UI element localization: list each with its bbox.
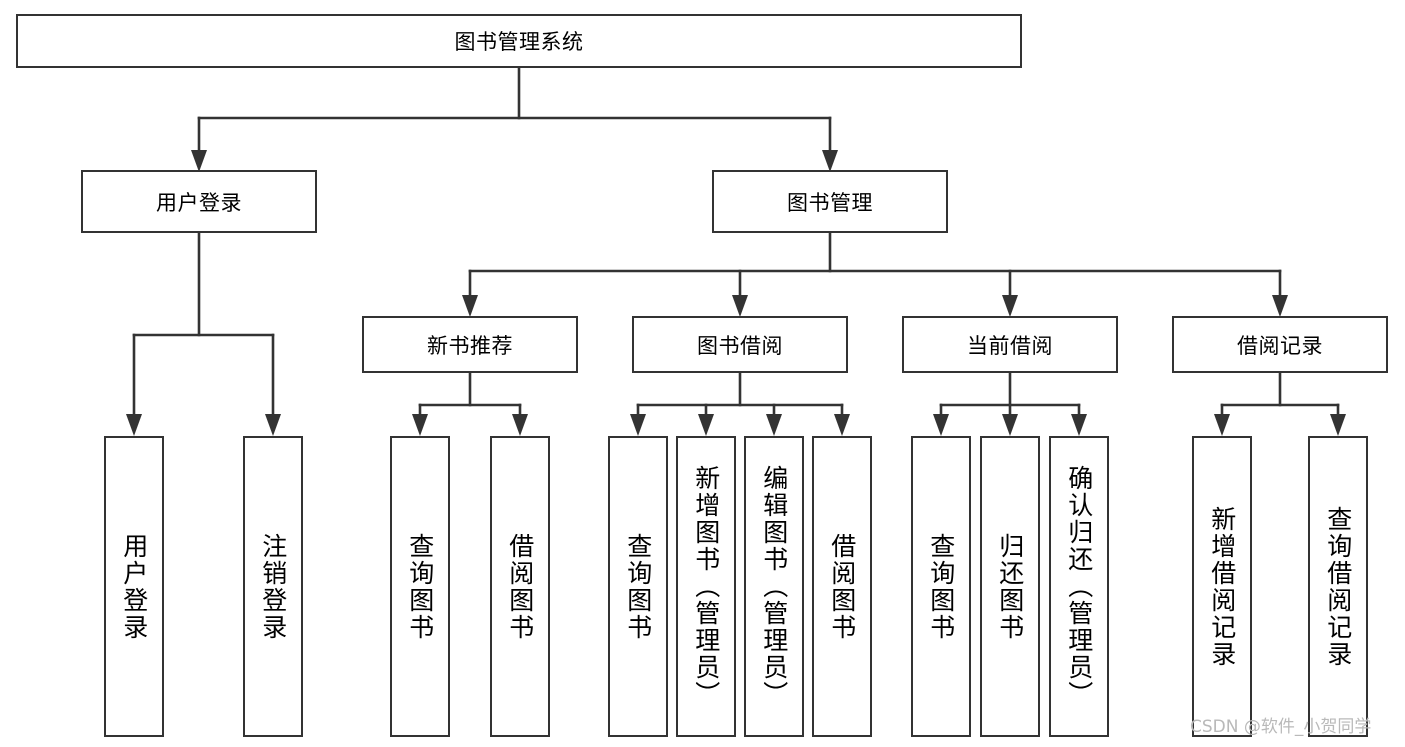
arrowhead-leaf4 (512, 414, 528, 436)
arrowhead-leaf1 (126, 414, 142, 436)
leaf-query-borrow-record[interactable]: 查询借阅记录 (1308, 436, 1368, 737)
arrowhead-leaf12 (1214, 414, 1230, 436)
node-root[interactable]: 图书管理系统 (16, 14, 1022, 68)
arrowhead-leaf13 (1330, 414, 1346, 436)
arrowhead-borrow (732, 295, 748, 317)
leaf-query-borrow-record-label: 查询借阅记录 (1323, 505, 1353, 668)
leaf-logout[interactable]: 注销登录 (243, 436, 303, 737)
leaf-user-login-label: 用户登录 (119, 532, 149, 641)
node-user-login[interactable]: 用户登录 (81, 170, 317, 233)
arrowhead-leaf6 (698, 414, 714, 436)
leaf-borrow-book-newbook[interactable]: 借阅图书 (490, 436, 550, 737)
leaf-query-book-newbook[interactable]: 查询图书 (390, 436, 450, 737)
arrowhead-leaf5 (630, 414, 646, 436)
node-borrow-records-label: 借阅记录 (1237, 333, 1323, 358)
node-book-management[interactable]: 图书管理 (712, 170, 948, 233)
leaf-query-book-current-label: 查询图书 (926, 532, 956, 641)
leaf-borrow-book-newbook-label: 借阅图书 (505, 532, 535, 641)
arrowhead-leaf9 (933, 414, 949, 436)
leaf-logout-label: 注销登录 (258, 532, 288, 641)
arrowhead-leaf8 (834, 414, 850, 436)
node-new-book-recommend[interactable]: 新书推荐 (362, 316, 578, 373)
leaf-edit-book-admin[interactable]: 编辑图书（管理员） (744, 436, 804, 737)
leaf-query-book-current[interactable]: 查询图书 (911, 436, 971, 737)
arrowhead-current (1002, 295, 1018, 317)
leaf-user-login[interactable]: 用户登录 (104, 436, 164, 737)
arrowhead-leaf3 (412, 414, 428, 436)
leaf-borrow-book-borrow-label: 借阅图书 (827, 532, 857, 641)
leaf-add-book-admin[interactable]: 新增图书（管理员） (676, 436, 736, 737)
node-book-management-label: 图书管理 (787, 190, 873, 215)
arrowhead-records (1272, 295, 1288, 317)
leaf-add-book-admin-label: 新增图书（管理员） (691, 465, 721, 708)
node-book-borrow-label: 图书借阅 (697, 333, 783, 358)
node-new-book-recommend-label: 新书推荐 (427, 333, 513, 358)
arrowhead-leaf11 (1071, 414, 1087, 436)
arrowhead-newbook (462, 295, 478, 317)
arrowhead-login (191, 150, 207, 172)
leaf-return-book-label: 归还图书 (995, 532, 1025, 641)
arrowhead-leaf2 (265, 414, 281, 436)
arrowhead-leaf10 (1002, 414, 1018, 436)
leaf-query-book-borrow-label: 查询图书 (623, 532, 653, 641)
leaf-confirm-return-admin-label: 确认归还（管理员） (1064, 465, 1094, 708)
leaf-borrow-book-borrow[interactable]: 借阅图书 (812, 436, 872, 737)
csdn-watermark: CSDN @软件_小贺同学 (1190, 717, 1372, 737)
leaf-query-book-borrow[interactable]: 查询图书 (608, 436, 668, 737)
leaf-add-borrow-record[interactable]: 新增借阅记录 (1192, 436, 1252, 737)
leaf-query-book-newbook-label: 查询图书 (405, 532, 435, 641)
node-current-borrow[interactable]: 当前借阅 (902, 316, 1118, 373)
arrowhead-bookmgmt (822, 150, 838, 172)
node-borrow-records[interactable]: 借阅记录 (1172, 316, 1388, 373)
leaf-edit-book-admin-label: 编辑图书（管理员） (759, 465, 789, 708)
node-book-borrow[interactable]: 图书借阅 (632, 316, 848, 373)
node-root-label: 图书管理系统 (454, 30, 584, 54)
leaf-add-borrow-record-label: 新增借阅记录 (1207, 505, 1237, 668)
node-current-borrow-label: 当前借阅 (967, 333, 1053, 358)
arrowhead-leaf7 (766, 414, 782, 436)
node-user-login-label: 用户登录 (156, 190, 242, 215)
leaf-confirm-return-admin[interactable]: 确认归还（管理员） (1049, 436, 1109, 737)
leaf-return-book[interactable]: 归还图书 (980, 436, 1040, 737)
